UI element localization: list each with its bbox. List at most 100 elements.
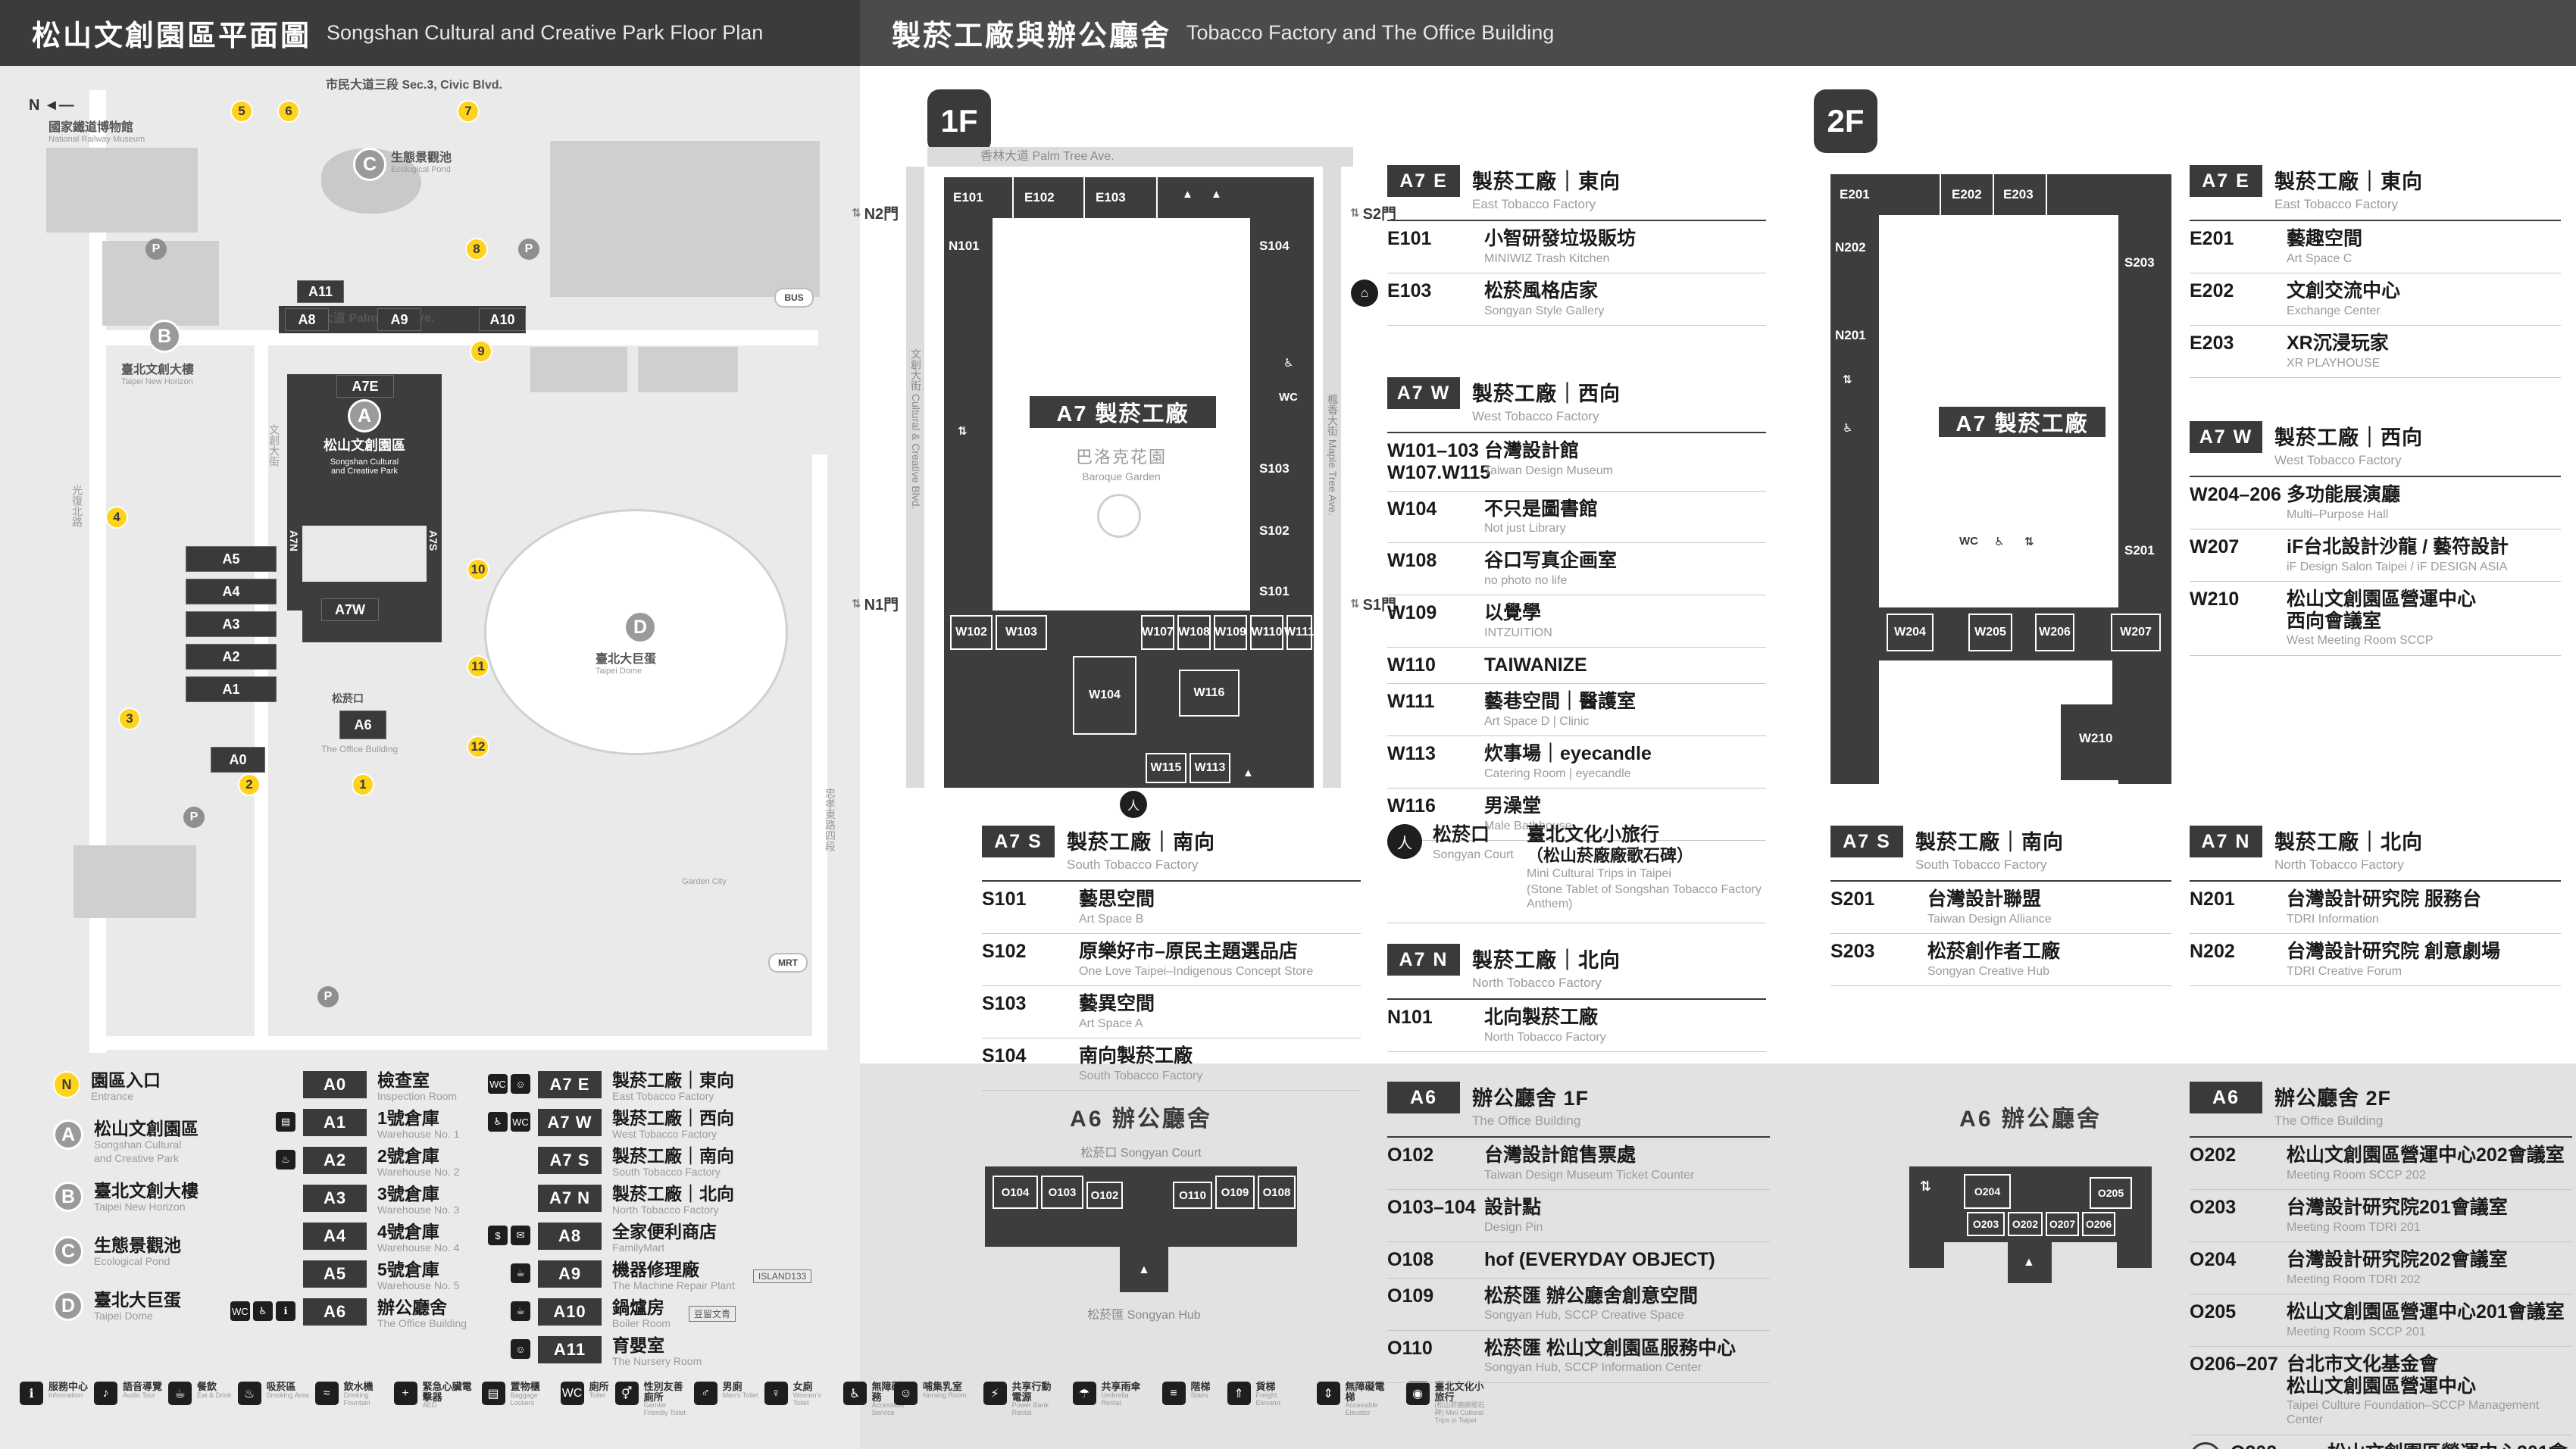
f1-room-W116[interactable]: W116	[1179, 670, 1240, 717]
map-building-badge-A8[interactable]: A8	[285, 308, 329, 331]
section-badge-f1-a7s[interactable]: A7 S	[982, 826, 1055, 857]
map-building-badge-A0[interactable]: A0	[211, 747, 265, 773]
f2-room-W205[interactable]: W205	[1968, 614, 2012, 651]
map-gate-5[interactable]: 5	[230, 100, 253, 123]
a6f1-room-O104[interactable]: O104	[993, 1176, 1038, 1209]
map-building-badge-A2[interactable]: A2	[186, 644, 277, 670]
section-badge-f1-a7n[interactable]: A7 N	[1387, 944, 1460, 976]
f1-room-N101[interactable]: N101	[949, 239, 980, 253]
map-gate-2[interactable]: 2	[238, 773, 261, 796]
f1-room-W108[interactable]: W108	[1177, 615, 1211, 650]
map-building-badge-A7E[interactable]: A7E	[336, 375, 394, 398]
f2-room-S203[interactable]: S203	[2124, 255, 2155, 270]
floor-2f-badge[interactable]: 2F	[1814, 89, 1877, 153]
map-building-badge-A9[interactable]: A9	[377, 308, 421, 331]
section-badge-f2-a7s[interactable]: A7 S	[1830, 826, 1903, 857]
a6f2-room-O204[interactable]: O204	[1964, 1174, 2011, 1209]
f1-room-W113[interactable]: W113	[1190, 753, 1230, 783]
f2-room-E201[interactable]: E201	[1840, 187, 1870, 201]
f2-room-W210[interactable]: W210	[2079, 731, 2113, 745]
f2-room-N202[interactable]: N202	[1835, 240, 1866, 255]
f2-room-W207[interactable]: W207	[2111, 614, 2161, 651]
map-gate-6[interactable]: 6	[277, 100, 300, 123]
f2-room-N201[interactable]: N201	[1835, 328, 1866, 342]
map-building-badge-A10[interactable]: A10	[479, 308, 526, 331]
room-row-O302[interactable]: 3FO302松山文創園區營運中心301會議室Meeting Room SCCP …	[2190, 1435, 2572, 1449]
map-gate-3[interactable]: 3	[118, 707, 141, 730]
f1-room-S104[interactable]: S104	[1259, 239, 1290, 253]
f1-room-E102[interactable]: E102	[1024, 190, 1055, 205]
a6f1-room-O103[interactable]: O103	[1041, 1176, 1083, 1209]
section-badge-f1-a6[interactable]: A6	[1387, 1082, 1460, 1113]
a6f2-room-O207[interactable]: O207	[2046, 1212, 2079, 1236]
f1-room-W104[interactable]: W104	[1073, 656, 1136, 735]
map-gate-8[interactable]: 8	[465, 238, 488, 261]
map-building-badge-A6[interactable]: A6	[339, 710, 386, 739]
f1-room-S103[interactable]: S103	[1259, 461, 1290, 476]
f1-room-W107[interactable]: W107	[1141, 615, 1174, 650]
f2-room-W206[interactable]: W206	[2035, 614, 2074, 651]
a6f1-room-O110[interactable]: O110	[1173, 1182, 1212, 1209]
map-gate-9[interactable]: 9	[470, 340, 492, 363]
f1-room-S101[interactable]: S101	[1259, 584, 1290, 598]
section-badge-f1-a7e[interactable]: A7 E	[1387, 165, 1460, 197]
map-building-badge-A3[interactable]: A3	[186, 611, 277, 637]
floor-1f-badge[interactable]: 1F	[927, 89, 991, 153]
a6f1-room-O102[interactable]: O102	[1086, 1182, 1123, 1209]
map-gate-12[interactable]: 12	[467, 735, 489, 758]
a6f2-room-O206[interactable]: O206	[2082, 1212, 2115, 1236]
map-building-badge-A1[interactable]: A1	[186, 676, 277, 702]
f1-room-E101[interactable]: E101	[953, 190, 983, 205]
f1-room-E103[interactable]: E103	[1096, 190, 1126, 205]
section-badge-f1-a7w[interactable]: A7 W	[1387, 377, 1460, 409]
f1-room-W111[interactable]: W111	[1284, 615, 1315, 650]
section-badge-f2-a7w[interactable]: A7 W	[2190, 421, 2262, 453]
f2-room-E203[interactable]: E203	[2003, 187, 2034, 201]
f1-room-W103[interactable]: W103	[996, 615, 1047, 650]
map-gate-7[interactable]: 7	[457, 100, 480, 123]
